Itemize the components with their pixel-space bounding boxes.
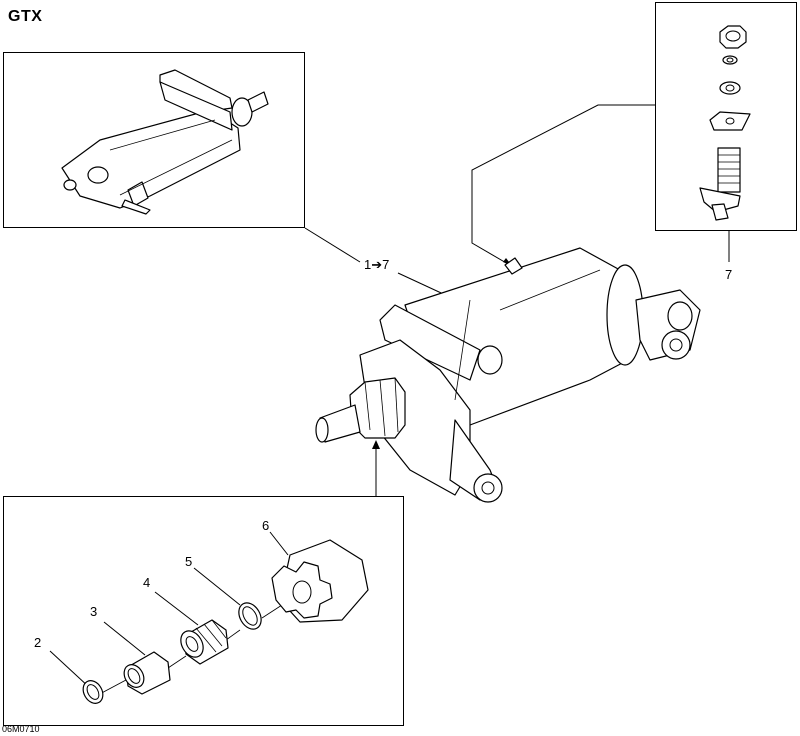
mounting-hardware-stack xyxy=(699,25,751,221)
mounting-hardware-frame xyxy=(655,2,797,231)
callout-7: 7 xyxy=(725,267,733,282)
starter-motor-main xyxy=(315,247,701,503)
callout-5: 5 xyxy=(185,554,193,569)
callout-6: 6 xyxy=(262,518,270,533)
starter-overview-frame xyxy=(3,52,305,228)
drive-gear-exploded-frame xyxy=(3,496,404,726)
model-title: GTX xyxy=(8,8,43,25)
callout-2: 2 xyxy=(34,635,42,650)
callout-4: 4 xyxy=(143,575,151,590)
callout-3: 3 xyxy=(90,604,98,619)
drawing-code: 06M0710 xyxy=(2,724,40,734)
starter-motor-small xyxy=(61,69,269,215)
callout-assembly-range: 1➔7 xyxy=(364,257,390,272)
drive-parts-exploded xyxy=(82,539,369,704)
